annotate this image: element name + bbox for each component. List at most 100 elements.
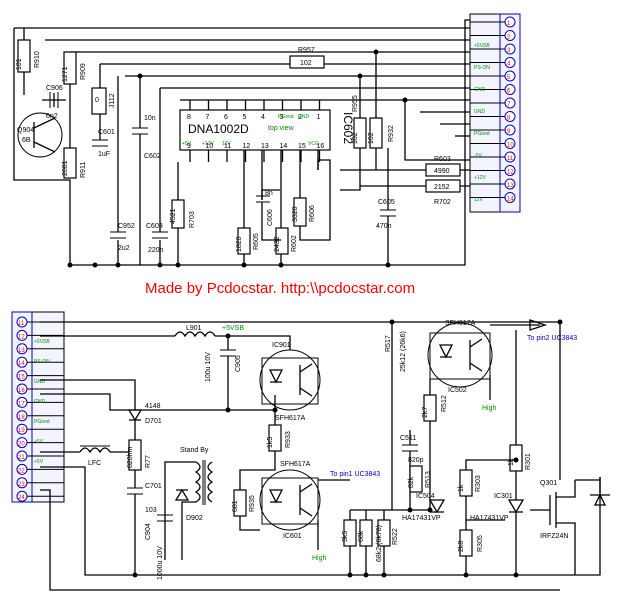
c701-capacitor: C701 103: [127, 483, 162, 514]
top-connector-pin: 7: [507, 102, 511, 108]
svg-text:R702: R702: [434, 199, 451, 206]
svg-text:100u 10V: 100u 10V: [205, 352, 212, 382]
bottom-connector-pin: 14: [18, 361, 25, 367]
svg-text:IC901: IC901: [272, 342, 291, 349]
svg-text:R911: R911: [80, 162, 87, 178]
svg-text:C602: C602: [144, 153, 161, 160]
j112-jumper: 0 J112: [91, 87, 116, 115]
chip-pin-bottom: 11: [224, 143, 231, 150]
svg-text:R933: R933: [285, 431, 292, 448]
svg-text:1uF: 1uF: [98, 151, 110, 158]
svg-text:IRFZ24N: IRFZ24N: [540, 533, 568, 540]
svg-text:2001: 2001: [62, 160, 69, 176]
svg-text:2152: 2152: [434, 184, 450, 191]
svg-text:R910: R910: [34, 51, 41, 68]
svg-text:High: High: [312, 555, 327, 562]
svg-text:+5VSB: +5VSB: [222, 325, 244, 332]
top-connector-pin: 9: [507, 129, 511, 135]
ic504-shunt: IC504 HA17431VP: [402, 493, 446, 522]
svg-text:1820: 1820: [236, 236, 243, 252]
bottom-connector-label: +5V: [34, 459, 44, 465]
r910-resistor: 101 R910: [16, 39, 41, 73]
c904-capacitor: 1000u 10V C904: [145, 514, 173, 580]
top-connector-label: +12V: [474, 175, 486, 181]
bottom-connector-label: PGood: [34, 419, 50, 425]
svg-text:82k: 82k: [408, 476, 415, 488]
bottom-connector-pin: 18: [18, 415, 25, 421]
top-connector-pin: 1: [507, 21, 511, 27]
svg-text:SFH617A: SFH617A: [275, 415, 306, 422]
svg-text:102: 102: [300, 60, 312, 67]
svg-text:Q301: Q301: [540, 480, 557, 487]
svg-text:R909: R909: [80, 63, 87, 80]
svg-text:+12V: +12V: [202, 141, 214, 147]
chip-pin-top: 8: [187, 114, 191, 121]
svg-text:R602: R602: [291, 235, 298, 252]
bottom-connector-pin: 23: [18, 482, 25, 488]
svg-text:470n: 470n: [376, 223, 392, 230]
top-connector-pin: 8: [507, 116, 511, 122]
chip-view: top view: [268, 125, 295, 132]
svg-text:102: 102: [368, 132, 375, 144]
svg-text:D902: D902: [186, 515, 203, 522]
to-pin2-label: To pin2 UC3843: [527, 335, 577, 342]
svg-text:25k12 (26k6): 25k12 (26k6): [400, 331, 407, 372]
svg-text:+5V: +5V: [182, 141, 192, 147]
top-connector-label: -5V: [474, 153, 482, 159]
top-connector-pin: 2: [507, 35, 511, 41]
chip-name: DNA1002D: [188, 122, 249, 136]
svg-text:2u2: 2u2: [118, 245, 130, 252]
top-connector-label: PS-ON: [474, 65, 490, 71]
svg-text:1k: 1k: [458, 484, 465, 492]
top-circuit: 101 R910 1271 R909 C906 6n2 Q904 6B 2001…: [13, 13, 521, 268]
svg-text:681: 681: [232, 500, 239, 512]
svg-text:IC504: IC504: [416, 493, 435, 500]
r303-resistor: 1k R303: [458, 469, 482, 497]
chip-pin-bottom: 12: [243, 143, 251, 150]
svg-text:HA17431VP: HA17431VP: [402, 515, 441, 522]
chip-pin-top: 3: [280, 114, 284, 121]
c602-capacitor: 10n C602: [132, 76, 161, 265]
svg-text:R517: R517: [385, 335, 392, 352]
top-connector-pin: 12: [507, 170, 514, 176]
bottom-connector-pin: 12: [18, 334, 25, 340]
chip-pin-bottom: 9: [187, 143, 191, 150]
r911-resistor: 2001 R911: [62, 147, 87, 179]
top-connector-label: 12V: [474, 197, 484, 203]
bottom-connector-label: PS-ON: [34, 359, 50, 365]
bottom-connector-pin: 11: [18, 321, 25, 327]
chip-pin-bottom: 15: [298, 143, 306, 150]
r605-resistor: 1820 R605: [236, 227, 260, 255]
r517-resistor: R517 25k12 (26k6): [385, 331, 407, 372]
svg-text:C952: C952: [118, 223, 135, 230]
c906-capacitor: C906 6n2: [42, 85, 66, 120]
svg-text:C905: C905: [235, 355, 242, 372]
bottom-connector-pin: 19: [18, 428, 25, 434]
svg-text:C601: C601: [98, 129, 115, 136]
svg-text:VCC: VCC: [308, 141, 319, 147]
svg-text:SFH617A: SFH617A: [280, 461, 311, 468]
r-68k-resistor: 68k: [358, 519, 373, 547]
svg-text:820hm: 820hm: [127, 446, 134, 468]
svg-text:R513: R513: [425, 471, 432, 488]
r935-resistor: 681 R935: [232, 489, 256, 517]
chip-pin-bottom: 16: [317, 143, 325, 150]
svg-text:R512: R512: [441, 395, 448, 412]
r305-resistor: 2k8 R305: [458, 529, 484, 557]
l901-inductor: L901 +5VSB: [174, 325, 244, 338]
bottom-connector-pin: 13: [18, 348, 25, 354]
svg-text:1k5: 1k5: [267, 437, 274, 448]
top-connector-label: GND: [474, 109, 486, 115]
svg-text:C605: C605: [378, 199, 395, 206]
svg-text:R303: R303: [475, 475, 482, 492]
svg-text:8n: 8n: [265, 190, 273, 197]
svg-text:R932: R932: [388, 125, 395, 142]
standby-transformer: Stand By: [180, 447, 214, 505]
top-connector-pin: 14: [507, 197, 514, 203]
svg-text:GND: GND: [298, 114, 310, 120]
bottom-connector-label: GND: [34, 399, 46, 405]
